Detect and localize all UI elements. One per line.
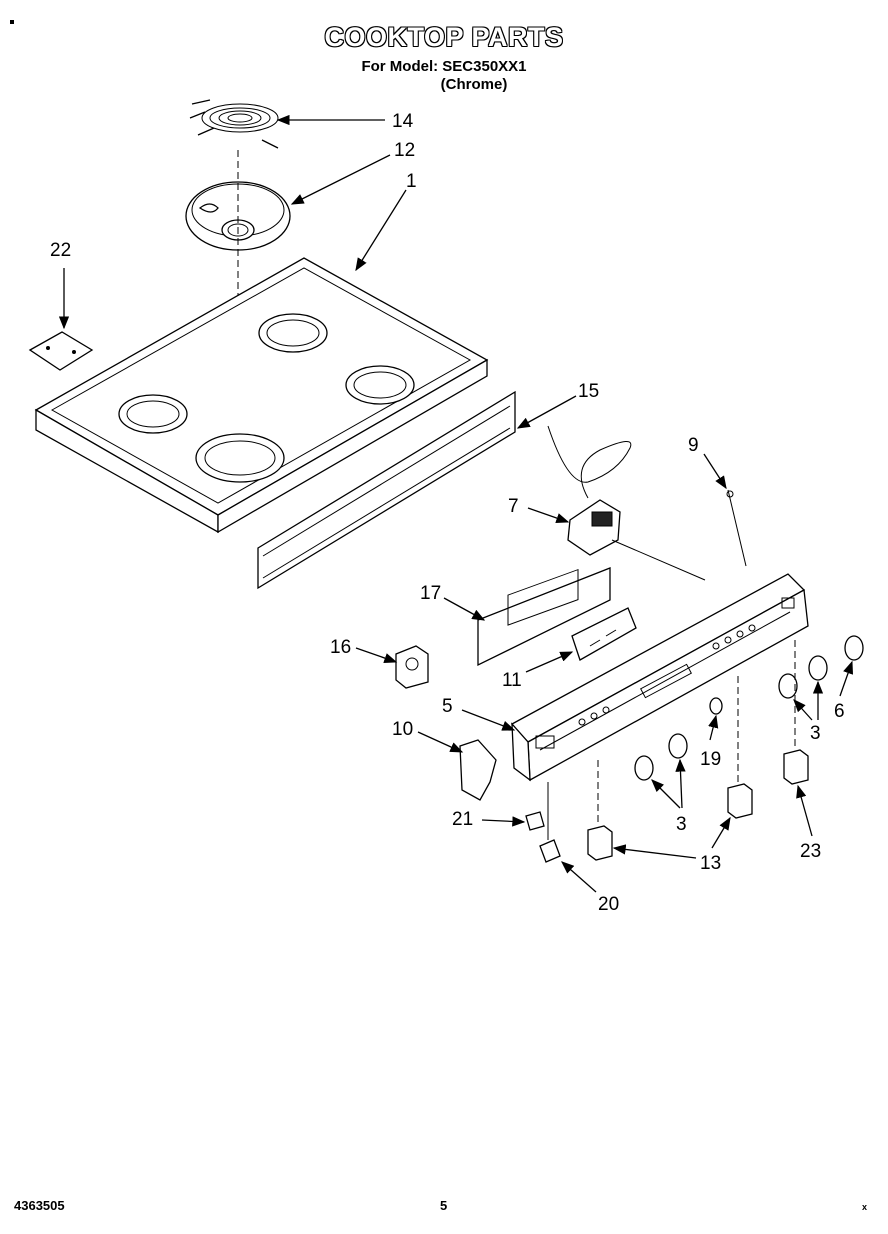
panel-backing-part: [477, 567, 611, 667]
rear-trim-part: [257, 390, 516, 590]
bracket-part: [28, 331, 94, 371]
callout-3-left: 3: [676, 814, 687, 835]
model-line: For Model: SEC350XX1: [361, 58, 527, 75]
callout-19: 19: [700, 749, 721, 770]
corner-mark: x: [862, 1202, 868, 1212]
callout-7: 7: [508, 496, 519, 517]
callout-1: 1: [406, 171, 417, 192]
registration-mark: [10, 20, 14, 24]
cooktop-part: [34, 257, 489, 534]
callout-15: 15: [578, 381, 599, 402]
terminal-block-part: [395, 645, 429, 689]
callout-11: 11: [502, 670, 522, 691]
wire-harness: [547, 425, 632, 499]
end-cap-part: [459, 739, 497, 801]
switches-part: [587, 640, 809, 861]
document-number: 4363505: [14, 1198, 65, 1213]
surface-element-part: [189, 99, 279, 149]
callout-22: 22: [50, 240, 71, 261]
callout-14: 14: [392, 111, 414, 132]
callout-21: 21: [452, 809, 473, 830]
callout-9: 9: [688, 435, 699, 456]
knobs-part: [634, 635, 864, 781]
callout-10: 10: [392, 719, 413, 740]
rod-9-part: [727, 489, 747, 567]
clock-module-part: [571, 607, 637, 661]
indicator-lamps-part: [525, 782, 561, 863]
callout-labels: 14 12 1 22 15 9 7 17 16 11 5 10 19 3 6 3…: [50, 111, 845, 915]
callout-6: 6: [834, 701, 845, 722]
callout-23: 23: [800, 841, 821, 862]
callout-20: 20: [598, 894, 619, 915]
callout-5: 5: [442, 696, 453, 717]
page-title: COOKTOP PARTS: [324, 22, 564, 52]
leader-arrows: [58, 114, 854, 893]
callout-12: 12: [394, 140, 415, 161]
page-number: 5: [440, 1198, 448, 1213]
callout-16: 16: [330, 637, 351, 658]
switch-7-part: [567, 499, 706, 581]
callout-3-right: 3: [810, 723, 821, 744]
control-panel-part: [510, 573, 809, 782]
color-line: (Chrome): [440, 76, 508, 93]
callout-13: 13: [700, 853, 721, 874]
callout-17: 17: [420, 583, 441, 604]
